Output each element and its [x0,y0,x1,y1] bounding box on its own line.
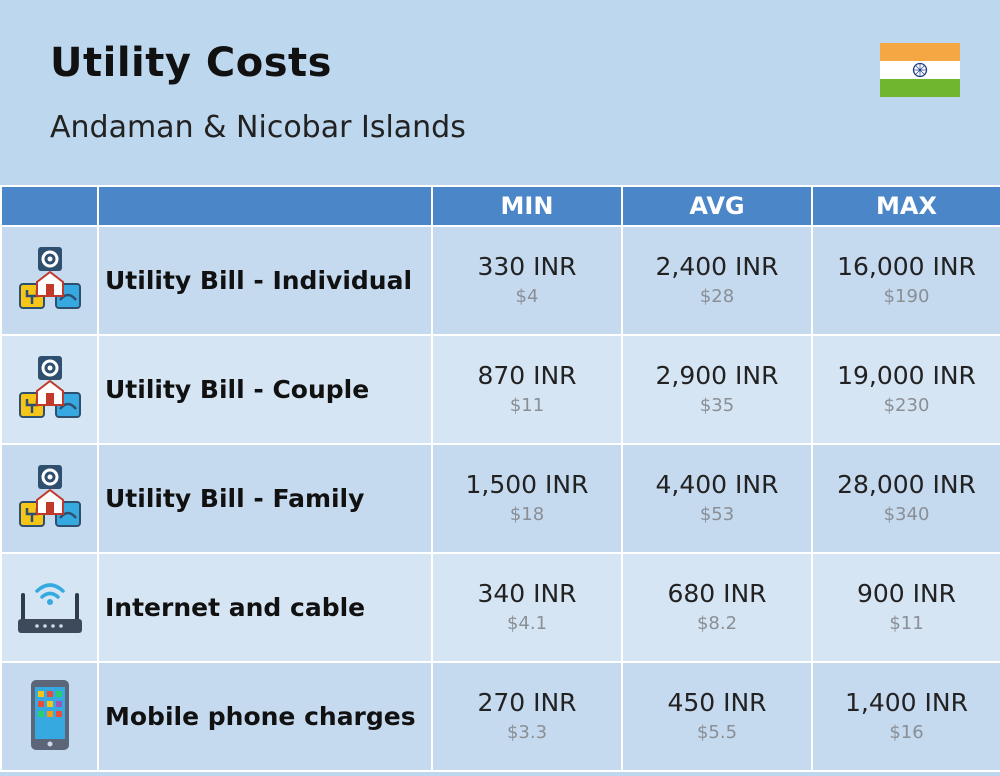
max-usd-value: $11 [889,612,924,634]
table-row: Internet and cable 340 INR $4.1 680 INR … [0,552,1000,663]
min-usd-value: $4 [515,285,539,307]
min-cell: 330 INR $4 [431,225,623,336]
max-inr-value: 900 INR [856,578,957,608]
row-icon-cell [0,661,99,772]
avg-inr-value: 450 INR [667,687,767,717]
avg-usd-value: $8.2 [696,612,738,634]
max-cell: 16,000 INR $190 [811,225,1000,336]
min-cell: 1,500 INR $18 [431,443,623,554]
utilities-icon [15,246,85,318]
row-icon-cell [0,225,99,336]
utilities-icon [15,355,85,427]
mobile-phone-icon [15,679,85,757]
utilities-icon [15,464,85,536]
min-usd-value: $4.1 [506,612,548,634]
avg-cell: 2,900 INR $35 [621,334,813,445]
max-cell: 900 INR $11 [811,552,1000,663]
row-icon-cell [0,552,99,663]
table-row: Utility Bill - Family 1,500 INR $18 4,40… [0,443,1000,554]
row-label: Utility Bill - Couple [97,334,433,445]
table-row: Mobile phone charges 270 INR $3.3 450 IN… [0,661,1000,772]
max-usd-value: $340 [883,503,930,525]
max-inr-value: 19,000 INR [837,360,976,390]
row-icon-cell [0,334,99,445]
min-inr-value: 330 INR [477,251,577,281]
min-cell: 870 INR $11 [431,334,623,445]
max-usd-value: $190 [883,285,930,307]
avg-cell: 2,400 INR $28 [621,225,813,336]
max-usd-value: $230 [883,394,930,416]
page-header: Utility Costs Andaman & Nicobar Islands [0,0,1000,185]
avg-cell: 4,400 INR $53 [621,443,813,554]
page-title: Utility Costs [50,40,332,86]
avg-column-header: AVG [621,185,813,227]
row-label: Utility Bill - Individual [97,225,433,336]
avg-usd-value: $5.5 [696,721,738,743]
avg-cell: 450 INR $5.5 [621,661,813,772]
min-inr-value: 870 INR [477,360,577,390]
row-label: Internet and cable [97,552,433,663]
min-usd-value: $18 [509,503,545,525]
max-usd-value: $16 [889,721,924,743]
avg-inr-value: 4,400 INR [655,469,779,499]
min-inr-value: 340 INR [477,578,577,608]
icon-column-header [0,185,99,227]
india-flag-icon [880,43,960,97]
max-cell: 19,000 INR $230 [811,334,1000,445]
max-column-header: MAX [811,185,1000,227]
min-inr-value: 270 INR [477,687,577,717]
label-column-header [97,185,433,227]
min-usd-value: $11 [509,394,545,416]
min-cell: 340 INR $4.1 [431,552,623,663]
avg-inr-value: 2,400 INR [655,251,779,281]
min-column-header: MIN [431,185,623,227]
cost-table: MIN AVG MAX Utility Bill - Individual 33… [0,185,1000,772]
table-row: Utility Bill - Couple 870 INR $11 2,900 … [0,334,1000,445]
max-inr-value: 1,400 INR [845,687,968,717]
row-label: Utility Bill - Family [97,443,433,554]
avg-inr-value: 680 INR [667,578,767,608]
avg-usd-value: $53 [699,503,735,525]
min-inr-value: 1,500 INR [465,469,589,499]
avg-usd-value: $28 [699,285,735,307]
max-cell: 1,400 INR $16 [811,661,1000,772]
page-subtitle: Andaman & Nicobar Islands [50,110,466,145]
max-cell: 28,000 INR $340 [811,443,1000,554]
avg-usd-value: $35 [699,394,735,416]
wifi-router-icon [15,582,85,645]
row-icon-cell [0,443,99,554]
avg-cell: 680 INR $8.2 [621,552,813,663]
avg-inr-value: 2,900 INR [655,360,779,390]
table-row: Utility Bill - Individual 330 INR $4 2,4… [0,225,1000,336]
row-label: Mobile phone charges [97,661,433,772]
min-cell: 270 INR $3.3 [431,661,623,772]
min-usd-value: $3.3 [506,721,548,743]
max-inr-value: 28,000 INR [837,469,976,499]
max-inr-value: 16,000 INR [837,251,976,281]
